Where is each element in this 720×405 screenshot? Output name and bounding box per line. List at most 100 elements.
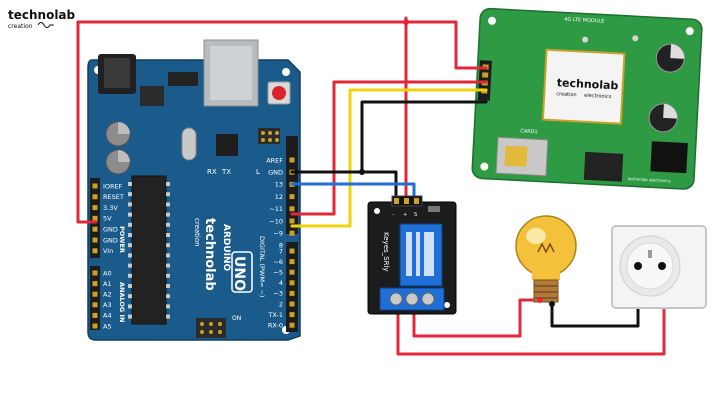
header-pin[interactable] (92, 215, 98, 221)
pin-label: ~6 (273, 258, 283, 266)
pin-label: A3 (103, 301, 112, 309)
arduino-uno-board: TX RX L ON technolab creation ARDUINO UN… (87, 39, 301, 341)
dip-pin (166, 202, 170, 207)
pin-label: 2 (279, 300, 283, 308)
usb-port-inner (210, 46, 252, 100)
digital-label-group: DIGITAL (PWM= ~) (258, 236, 266, 297)
pin-label: GND (103, 236, 118, 244)
bulb-filament-icon (537, 242, 555, 254)
screw (405, 292, 419, 306)
header-pin[interactable] (289, 157, 295, 163)
socket-ground-icon (648, 250, 652, 258)
dip-pin (166, 253, 170, 258)
lte-modem-chip (541, 48, 626, 125)
header-pin[interactable] (289, 206, 295, 212)
pin-label: GND (268, 169, 283, 177)
pin-label: 8 (279, 242, 283, 250)
lte-regulator (583, 151, 624, 182)
pin-label: IOREF (103, 182, 123, 190)
relay-led (428, 206, 440, 212)
regulator-chip (168, 72, 198, 86)
header-pin[interactable] (92, 323, 98, 329)
screw (389, 292, 403, 306)
dip-pin (128, 294, 132, 299)
socket-inner (626, 242, 674, 290)
bulb-terminal (549, 301, 555, 307)
header-pin[interactable] (289, 301, 295, 307)
dip-pin (166, 182, 170, 186)
bulb-glass (515, 215, 577, 277)
wire-pin13-signal (290, 182, 416, 198)
screw (421, 292, 435, 306)
header-pin[interactable] (289, 259, 295, 265)
arduino-model: UNO (231, 256, 247, 291)
header-pin[interactable] (289, 218, 295, 224)
header-pin[interactable] (289, 230, 295, 236)
socket-hole (634, 262, 642, 270)
tx-label: TX (221, 168, 231, 176)
header-pin[interactable] (92, 183, 98, 189)
lte-brand-sub: creation (556, 91, 577, 98)
header-pin[interactable] (289, 280, 295, 286)
lte-card-label: CARD1 (520, 128, 538, 135)
pin-label: 7 (279, 247, 283, 255)
pin-label: AREF (266, 156, 283, 164)
header-pin[interactable] (92, 237, 98, 243)
header-pin[interactable] (92, 205, 98, 211)
pin-label: 12 (275, 193, 283, 201)
dip-pin (166, 314, 170, 319)
power-label-group: POWER (118, 226, 126, 253)
wire-load-socket-live (396, 274, 666, 356)
pin-label: RESET (103, 193, 124, 201)
wires (76, 16, 666, 356)
dip-pin (166, 243, 170, 248)
header-pin[interactable] (289, 290, 295, 296)
analog-header (90, 266, 100, 330)
header-pin[interactable] (92, 226, 98, 232)
wire-load-bulb (412, 298, 542, 338)
dip-pin (128, 233, 132, 237)
header-pin[interactable] (92, 281, 98, 287)
socket-hole (658, 262, 666, 270)
pin-label: Vin (103, 247, 113, 255)
header-pin[interactable] (92, 248, 98, 254)
header-pin[interactable] (92, 302, 98, 308)
pin-label: A0 (103, 269, 112, 277)
capacitor-mark (118, 122, 130, 134)
header-pin[interactable] (92, 270, 98, 276)
uno-badge: UNO (231, 251, 253, 293)
voltage-regulator (140, 86, 164, 106)
header-pin[interactable] (92, 291, 98, 297)
pin-label: TX-1 (267, 311, 283, 319)
relay-pin-gnd-label: - (392, 212, 394, 218)
mount-hole (374, 208, 380, 214)
header-pin[interactable] (289, 248, 295, 254)
arduino-model-logo: ARDUINO (221, 224, 231, 272)
header-pin[interactable] (289, 312, 295, 318)
analog-header-pins (92, 270, 98, 329)
rx-label: RX (207, 168, 217, 176)
header-pin[interactable] (92, 312, 98, 318)
dip-pin (128, 304, 132, 309)
capacitor-mark (118, 150, 130, 162)
dip-pin (128, 263, 132, 268)
dip-pin (128, 192, 132, 197)
logo-name: technolab (8, 8, 76, 22)
digital-header-bottom-pins (289, 248, 295, 328)
header-pin[interactable] (289, 322, 295, 328)
bulb-neck (532, 272, 560, 280)
header-pin[interactable] (289, 194, 295, 200)
pin-label: ~9 (273, 230, 283, 238)
digital-pwm-label: DIGITAL (PWM= ~) (258, 236, 266, 297)
header-pin[interactable] (289, 269, 295, 275)
wire-5v-lte (76, 20, 488, 224)
wall-socket (611, 225, 707, 309)
junction (403, 19, 409, 25)
lte-footer: technolab electronics (628, 176, 671, 183)
mount-hole (282, 68, 290, 76)
header-pin[interactable] (92, 194, 98, 200)
